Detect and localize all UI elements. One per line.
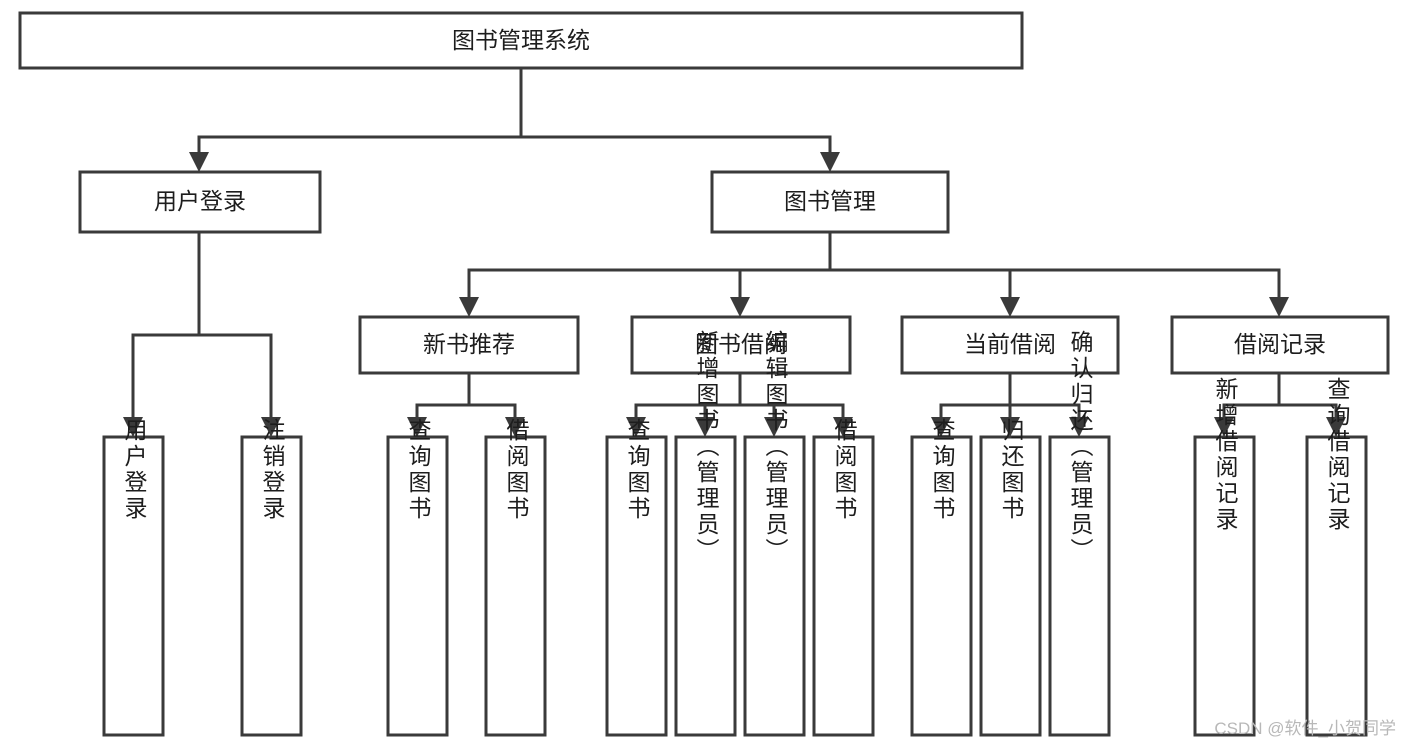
node-new-book-recommend-box[interactable] [358,315,580,375]
arrowhead-leaf-borrow-book-2 [833,417,853,437]
node-borrow-record[interactable]: 借阅记录 [1170,315,1390,375]
arrowhead-leaf-query-record [1326,417,1346,437]
leaf-query-record-label: 查询借阅记录 [1324,377,1351,533]
arrowhead-user-login [189,152,209,172]
leaf-add-record-label: 新增借阅记录 [1212,377,1239,533]
node-book-management[interactable]: 图书管理 [710,170,950,234]
arrowhead-book-management [820,152,840,172]
leaf-return-book-box[interactable] [979,435,1042,737]
arrowhead-leaf-logout-login [261,417,281,437]
leaf-query-book-2-label: 查询图书 [624,418,651,522]
leaf-logout-login[interactable]: 注销登录 [240,418,303,737]
leaf-borrow-book-2-label: 借阅图书 [831,418,858,522]
node-user-login-box[interactable] [78,170,322,234]
leaf-query-record[interactable]: 查询借阅记录 [1305,377,1368,737]
leaf-confirm-return-box[interactable] [1048,435,1111,737]
arrowhead-leaf-user-login [123,417,143,437]
node-book-borrow-box[interactable] [630,315,852,375]
arrowhead-leaf-add-record [1214,417,1234,437]
leaf-return-book[interactable]: 归还图书 [979,418,1042,737]
arrowhead-leaf-borrow-book-1 [505,417,525,437]
node-root-label: 图书管理系统 [452,27,590,53]
leaf-confirm-return-label: 确认归还（管理员） [1067,330,1094,564]
arrowhead-book-borrow [730,297,750,317]
leaf-borrow-book-1-label: 借阅图书 [503,418,530,522]
node-borrow-record-box[interactable] [1170,315,1390,375]
leaf-query-record-box[interactable] [1305,435,1368,737]
arrowhead-leaf-add-book [695,417,715,437]
leaf-query-book-1-label: 查询图书 [405,418,432,522]
leaf-borrow-book-1[interactable]: 借阅图书 [484,418,547,737]
leaf-add-record[interactable]: 新增借阅记录 [1193,377,1256,737]
connector-layer [123,66,1346,437]
node-new-book-recommend-label: 新书推荐 [423,331,515,357]
leaf-edit-book-label: 编辑图书（管理员） [762,330,789,564]
node-root[interactable]: 图书管理系统 [18,11,1024,70]
leaf-add-book[interactable]: 新增图书（管理员） [674,330,737,737]
arrowhead-leaf-query-book-3 [931,417,951,437]
leaf-logout-login-box[interactable] [240,435,303,737]
node-borrow-record-label: 借阅记录 [1234,331,1326,357]
leaf-query-book-2[interactable]: 查询图书 [605,418,668,737]
leaf-user-login-box[interactable] [102,435,165,737]
leaf-query-book-3[interactable]: 查询图书 [910,418,973,737]
arrowhead-leaf-query-book-2 [626,417,646,437]
leaf-confirm-return[interactable]: 确认归还（管理员） [1048,330,1111,737]
node-book-borrow[interactable]: 图书借阅 [630,315,852,375]
leaf-query-book-2-box[interactable] [605,435,668,737]
leaf-query-book-3-box[interactable] [910,435,973,737]
arrowhead-leaf-edit-book [764,417,784,437]
leaf-add-book-box[interactable] [674,435,737,737]
node-new-book-recommend[interactable]: 新书推荐 [358,315,580,375]
leaf-add-record-box[interactable] [1193,435,1256,737]
arrowhead-new-book-recommend [459,297,479,317]
node-book-management-box[interactable] [710,170,950,234]
leaf-query-book-1-box[interactable] [386,435,449,737]
leaf-query-book-1[interactable]: 查询图书 [386,418,449,737]
arrowhead-current-borrow [1000,297,1020,317]
arrowhead-leaf-query-book-1 [407,417,427,437]
leaf-return-book-label: 归还图书 [998,418,1025,522]
leaf-logout-login-label: 注销登录 [259,418,286,522]
node-user-login-label: 用户登录 [154,188,246,214]
arrowhead-borrow-record [1269,297,1289,317]
node-current-borrow-box[interactable] [900,315,1120,375]
node-current-borrow[interactable]: 当前借阅 [900,315,1120,375]
arrowhead-leaf-return-book [1000,417,1020,437]
leaf-borrow-book-1-box[interactable] [484,435,547,737]
leaf-query-book-3-label: 查询图书 [929,418,956,522]
leaf-add-book-label: 新增图书（管理员） [693,330,720,564]
leaf-borrow-book-2[interactable]: 借阅图书 [812,418,875,737]
node-book-management-label: 图书管理 [784,188,876,214]
node-user-login[interactable]: 用户登录 [78,170,322,234]
arrowhead-leaf-confirm-return [1069,417,1089,437]
leaf-borrow-book-2-box[interactable] [812,435,875,737]
leaf-user-login-label: 用户登录 [121,418,148,522]
csdn-watermark: CSDN @软件_小贺同学 [1214,719,1396,738]
leaf-edit-book[interactable]: 编辑图书（管理员） [743,330,806,737]
node-current-borrow-label: 当前借阅 [964,331,1056,357]
leaf-edit-book-box[interactable] [743,435,806,737]
node-book-borrow-label: 图书借阅 [695,331,787,357]
leaf-user-login[interactable]: 用户登录 [102,418,165,737]
node-root-box[interactable] [18,11,1024,70]
